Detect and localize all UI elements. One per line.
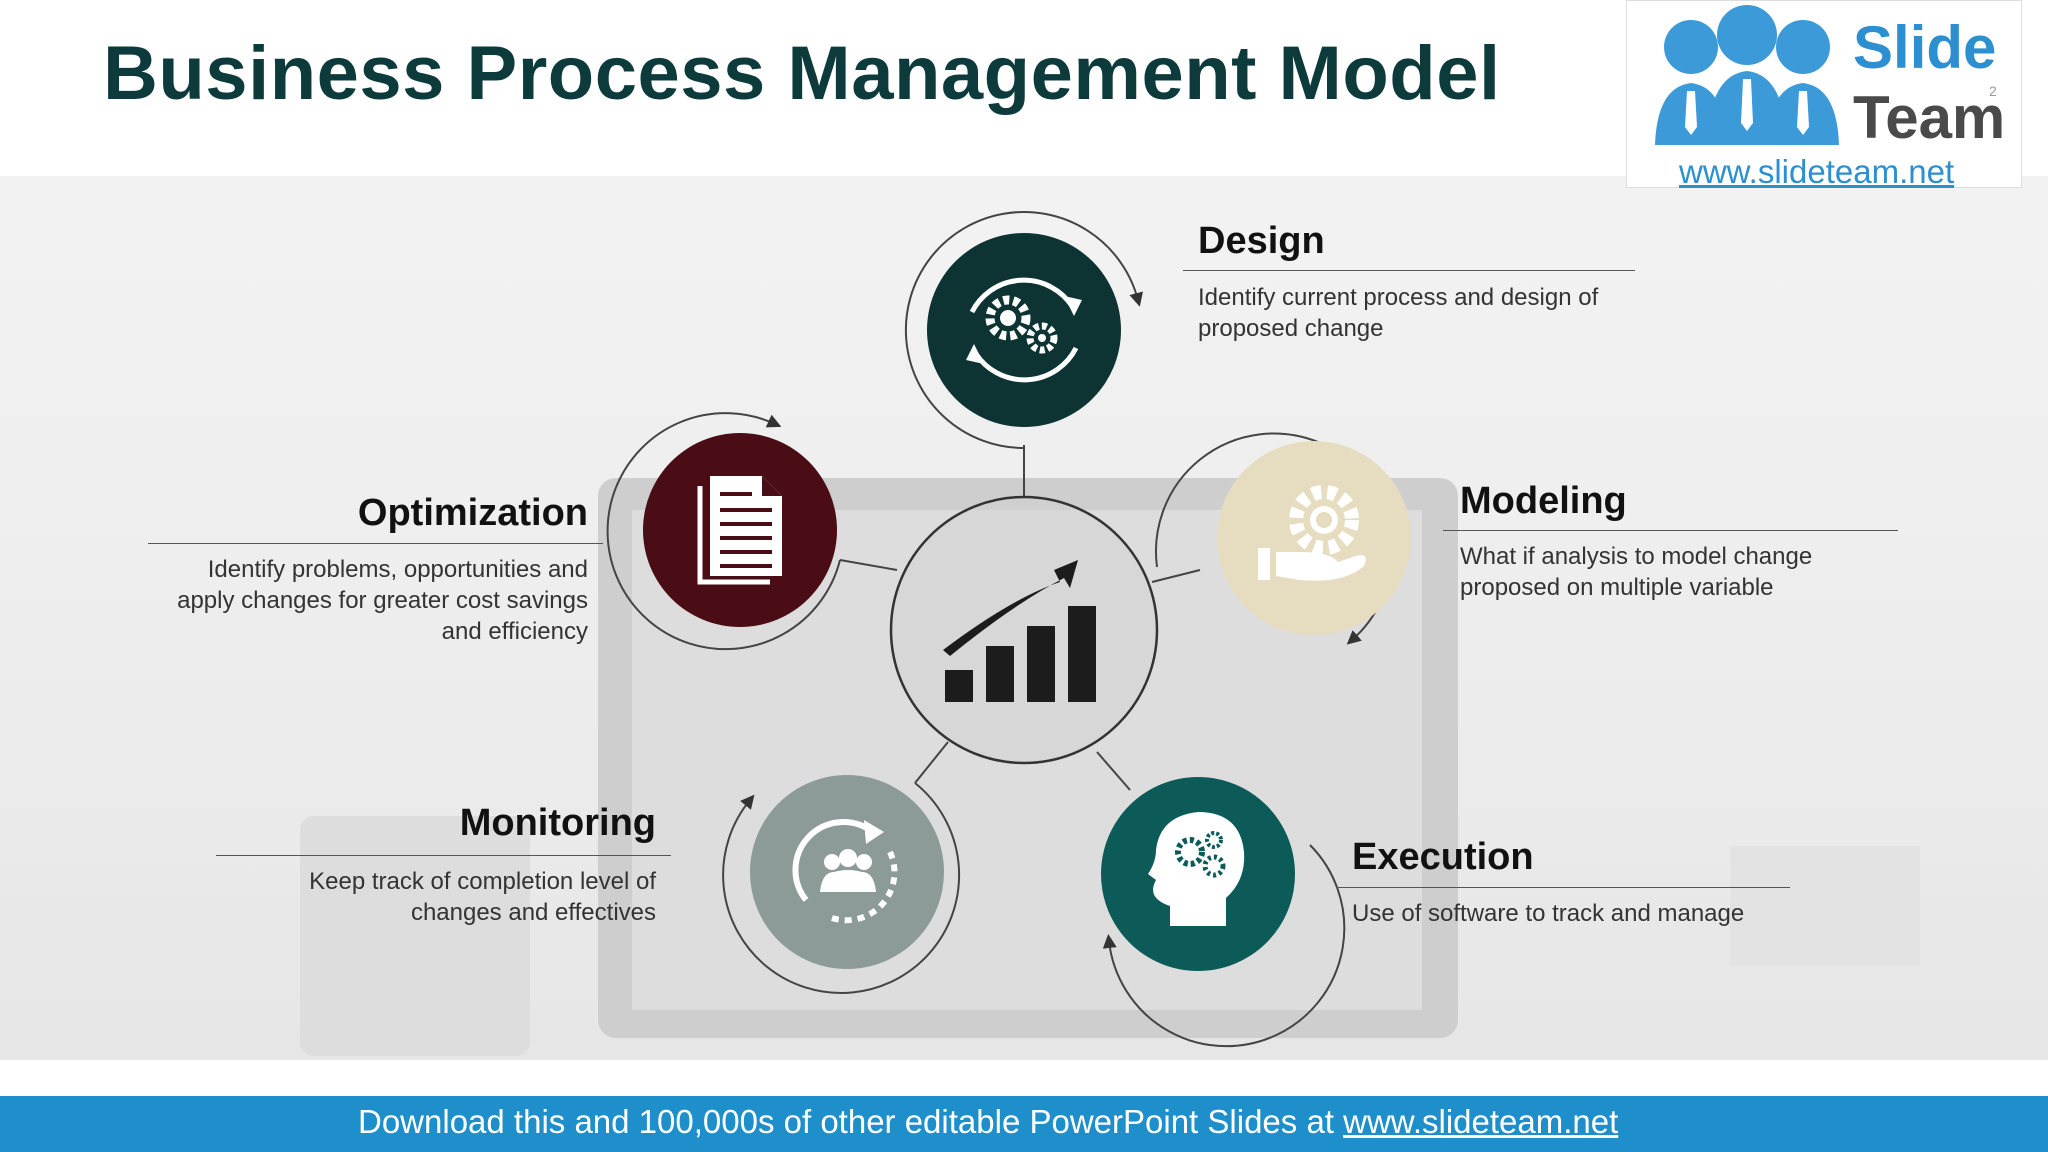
hand-gear-icon	[1258, 485, 1366, 581]
logo-url[interactable]: www.slideteam.net	[1679, 153, 1955, 190]
execution-title: Execution	[1352, 836, 1534, 878]
design-title: Design	[1198, 220, 1325, 262]
growth-chart-icon	[943, 560, 1096, 702]
execution-rule	[1336, 887, 1790, 888]
background-mug	[300, 816, 530, 1056]
slideteam-logo[interactable]: Slide Team 2 www.slideteam.net	[1626, 0, 2022, 190]
document-icon	[697, 476, 782, 585]
people-icon	[1655, 5, 1839, 145]
monitoring-title: Monitoring	[459, 802, 656, 844]
connector-execution	[1096, 751, 1131, 791]
connector-modeling	[1151, 569, 1201, 583]
center-hub	[889, 495, 1159, 765]
connector-optimization	[839, 559, 898, 571]
modeling-rule	[1443, 530, 1898, 531]
design-description: Identify current process and design of p…	[1198, 284, 1599, 342]
page-number: 2	[1989, 83, 1997, 99]
footer-link[interactable]: www.slideteam.net	[1343, 1103, 1619, 1140]
connector-monitoring	[914, 741, 949, 784]
modeling-description: What if analysis to model change propose…	[1460, 543, 1813, 601]
monitoring-rule	[216, 855, 671, 856]
ring-arrow-monitoring	[722, 782, 961, 994]
logo-word-slide: Slide	[1853, 14, 1997, 81]
footer-message: Download this and 100,000s of other edit…	[358, 1103, 1344, 1140]
hub-connectors	[839, 445, 1201, 791]
modeling-circle[interactable]	[1217, 441, 1411, 635]
background-box	[1730, 846, 1920, 966]
footer-text: Download this and 100,000s of other edit…	[358, 1103, 1618, 1141]
ring-arrow-optimization	[606, 412, 841, 651]
design-rule	[1183, 270, 1635, 271]
optimization-description: Identify problems, opportunities and app…	[177, 556, 588, 645]
optimization-rule	[148, 543, 603, 544]
footer-banner: Download this and 100,000s of other edit…	[0, 1096, 2048, 1152]
team-refresh-icon	[792, 819, 898, 924]
gears-refresh-icon	[966, 277, 1082, 383]
optimization-title: Optimization	[357, 492, 588, 534]
monitoring-description: Keep track of completion level of change…	[309, 868, 656, 926]
page-title: Business Process Management Model	[103, 31, 1501, 116]
modeling-title: Modeling	[1460, 480, 1627, 522]
execution-description: Use of software to track and manage	[1352, 900, 1745, 927]
ring-arrow-design	[904, 211, 1143, 449]
ring-arrow-execution	[1102, 844, 1346, 1048]
logo-word-team: Team	[1853, 84, 2006, 151]
head-gears-icon	[1148, 812, 1245, 926]
